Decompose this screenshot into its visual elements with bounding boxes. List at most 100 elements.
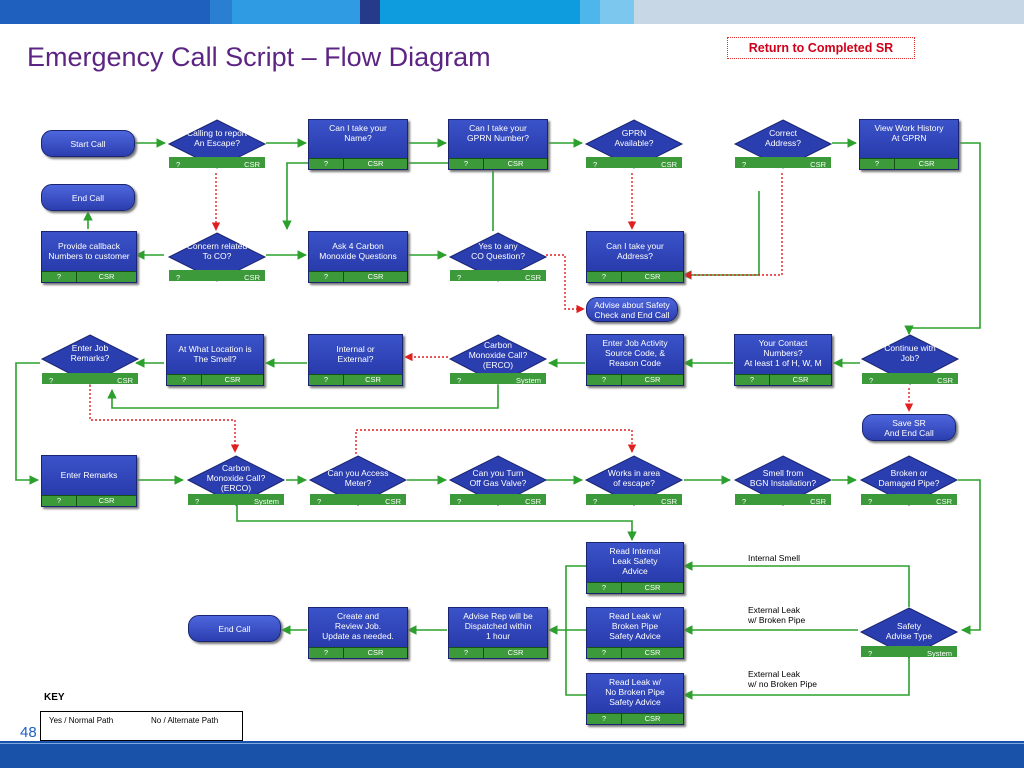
calling-report-escape-decision: Calling to report An Escape? ? CSR xyxy=(167,118,267,170)
footer-role: CSR xyxy=(936,497,952,506)
advise-safety-check-node: Advise about Safety Check and End Call xyxy=(586,297,678,322)
box-footer: ?CSR xyxy=(587,647,683,658)
footer-q: ? xyxy=(176,160,181,169)
footer-q: ? xyxy=(309,375,344,385)
footer-role: CSR xyxy=(507,159,524,168)
footer-role: CSR xyxy=(644,714,661,723)
footer-role: CSR xyxy=(507,648,524,657)
box-footer: ?CSR xyxy=(587,271,683,282)
key-title: KEY xyxy=(44,692,65,703)
concern-co-decision: Concern related To CO? ? CSR xyxy=(167,231,267,283)
decision-diamond-shape xyxy=(448,334,548,385)
box-label: Advise Rep will be Dispatched within 1 h… xyxy=(463,611,533,641)
footer-role: CSR xyxy=(644,272,661,281)
footer-q: ? xyxy=(42,496,77,506)
decision-label: Continue with Job? xyxy=(884,343,936,363)
internal-external-box: Internal or External? ? CSR xyxy=(308,334,403,386)
footer-role: CSR xyxy=(98,496,115,505)
read-leak-no-broken-box: Read Leak w/ No Broken Pipe Safety Advic… xyxy=(586,673,684,725)
box-label: Read Internal Leak Safety Advice xyxy=(609,546,661,576)
footer-q: ? xyxy=(49,376,54,385)
safety-advise-type-decision: Safety Advise Type ? System xyxy=(859,606,959,659)
end-call-2-node: End Call xyxy=(188,615,281,642)
box-label: Can I take your Name? xyxy=(329,123,387,143)
footer-role: System xyxy=(926,649,952,658)
start-call-node: Start Call xyxy=(41,130,135,157)
take-gprn-box: Can I take your GPRN Number? ?CSR xyxy=(448,119,548,170)
decision-diamond-shape xyxy=(448,455,548,506)
footer-q: ? xyxy=(449,159,484,169)
box-footer: ? CSR xyxy=(42,495,136,506)
view-work-history-box: View Work History At GPRN ?CSR xyxy=(859,119,959,170)
external-no-broken-note: External Leak w/ no Broken Pipe xyxy=(748,669,817,689)
yes-any-co-decision: Yes to any CO Question? ? CSR xyxy=(448,231,548,283)
box-footer: ?CSR xyxy=(587,374,683,385)
bottom-divider xyxy=(0,743,1024,744)
create-review-job-box: Create and Review Job. Update as needed.… xyxy=(308,607,408,659)
box-footer: ? CSR xyxy=(309,158,407,169)
box-label: Enter Job Activity Source Code, & Reason… xyxy=(602,338,668,368)
decision-label: Enter Job Remarks? xyxy=(70,343,110,363)
footer-q: ? xyxy=(176,273,181,282)
footer-role: CSR xyxy=(937,376,953,385)
footer-role: CSR xyxy=(367,272,384,281)
enter-remarks-box: Enter Remarks ?CSR xyxy=(41,455,137,507)
footer-role: CSR xyxy=(810,497,826,506)
decision-label: Safety Advise Type xyxy=(885,621,933,641)
save-sr-node: Save SR And End Call xyxy=(862,414,956,441)
footer-q: ? xyxy=(457,497,462,506)
footer-role: CSR xyxy=(117,376,133,385)
footer-q: ? xyxy=(42,272,77,282)
footer-q: ? xyxy=(309,272,344,282)
box-label: Internal or External? xyxy=(336,344,375,364)
footer-role: CSR xyxy=(525,497,541,506)
location-smell-box: At What Location is The Smell? ?CSR xyxy=(166,334,264,386)
footer-role: CSR xyxy=(98,272,115,281)
footer-q: ? xyxy=(309,648,344,658)
box-footer: ? CSR xyxy=(309,374,402,385)
footer-role: CSR xyxy=(367,648,384,657)
box-footer: ?CSR xyxy=(587,713,683,724)
decision-diamond-shape xyxy=(733,455,833,506)
footer-q: ? xyxy=(457,376,462,385)
footer-q: ? xyxy=(309,159,344,169)
decision-label: Correct Address? xyxy=(765,128,801,148)
footer-q: ? xyxy=(593,497,598,506)
footer-role: CSR xyxy=(661,160,677,169)
footer-q: ? xyxy=(742,497,747,506)
decision-diamond-shape xyxy=(308,455,408,506)
take-address-box: Can I take your Address? ?CSR xyxy=(586,231,684,283)
footer-q: ? xyxy=(593,160,598,169)
footer-role: System xyxy=(515,376,541,385)
box-footer: ? CSR xyxy=(309,271,407,282)
decision-label: Broken or Damaged Pipe? xyxy=(878,468,940,488)
key-legend: Yes / Normal Path No / Alternate Path xyxy=(40,711,243,741)
decision-diamond-shape xyxy=(186,455,286,506)
advise-rep-box: Advise Rep will be Dispatched within 1 h… xyxy=(448,607,548,659)
footer-q: ? xyxy=(735,375,770,385)
footer-role: CSR xyxy=(367,159,384,168)
footer-q: ? xyxy=(587,583,622,593)
decision-label: Can you Turn Off Gas Valve? xyxy=(469,468,527,488)
co-call-erco-2-decision: Carbon Monoxide Call? (ERCO) ? System xyxy=(186,454,286,507)
footer-role: CSR xyxy=(810,160,826,169)
decision-label: Carbon Monoxide Call? (ERCO) xyxy=(206,463,266,493)
decision-label: Concern related To CO? xyxy=(186,241,248,261)
decision-diamond-shape xyxy=(448,232,548,282)
box-label: At What Location is The Smell? xyxy=(178,344,252,364)
continue-with-job-decision: Continue with Job? ? CSR xyxy=(860,333,960,386)
decision-diamond-shape xyxy=(40,334,140,385)
box-label: Create and Review Job. Update as needed. xyxy=(322,611,394,641)
footer-role: CSR xyxy=(365,375,381,384)
footer-role: CSR xyxy=(661,497,677,506)
return-to-completed-sr-link[interactable]: Return to Completed SR xyxy=(727,37,915,59)
top-decorative-bar xyxy=(0,0,1024,24)
correct-address-decision: Correct Address? ? CSR xyxy=(733,118,833,170)
box-label: Read Leak w/ Broken Pipe Safety Advice xyxy=(609,611,661,641)
box-label: Read Leak w/ No Broken Pipe Safety Advic… xyxy=(605,677,665,707)
bottom-decorative-bar xyxy=(0,741,1024,768)
key-no-label: No / Alternate Path xyxy=(151,716,219,725)
footer-q: ? xyxy=(449,648,484,658)
decision-diamond-shape xyxy=(584,455,684,506)
decision-label: Calling to report An Escape? xyxy=(186,128,247,148)
